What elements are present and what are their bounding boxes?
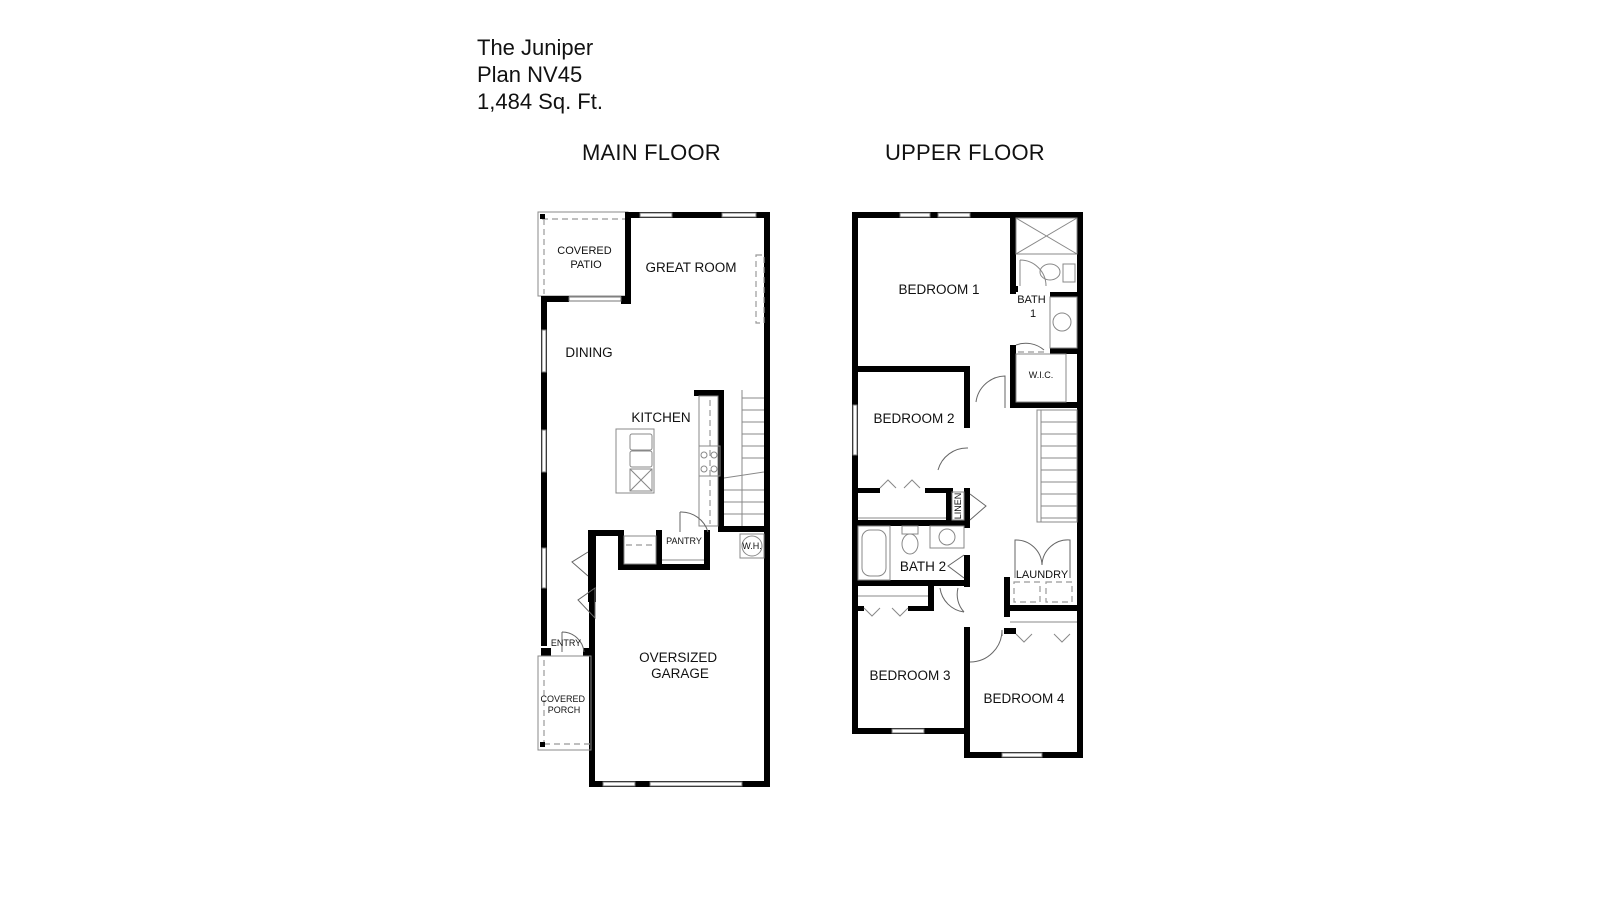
linen-closet — [951, 491, 965, 521]
pantry-label: PANTRY — [666, 536, 702, 546]
kitchen-fixtures — [615, 395, 721, 527]
coat-closet-door[interactable] — [571, 551, 589, 577]
entry-label: ENTRY — [551, 638, 581, 648]
plan-info: The Juniper Plan NV45 1,484 Sq. Ft. — [477, 34, 603, 115]
upper-floor-windows — [852, 212, 1043, 758]
water-heater — [739, 533, 765, 559]
wic-label: W.I.C. — [1029, 370, 1054, 380]
main-floor-title: MAIN FLOOR — [582, 140, 721, 165]
upper-floor-plan: BEDROOM 1 BATH 1 W.I.C. BEDROOM 2 LINEN … — [852, 212, 1083, 758]
bedroom-2-door[interactable] — [937, 447, 969, 471]
kitchen-label: KITCHEN — [631, 410, 690, 425]
garage-entry-door[interactable] — [577, 587, 596, 620]
bedroom-4-door[interactable] — [969, 629, 1003, 663]
great-room-label: GREAT ROOM — [645, 260, 736, 275]
linen-closet-door[interactable] — [969, 493, 987, 521]
bath-2-label: BATH 2 — [900, 559, 946, 574]
bath-1-door[interactable] — [1015, 342, 1045, 351]
bath-2-fixtures — [857, 525, 965, 581]
bedroom-2-closet-doors[interactable] — [879, 479, 921, 489]
plan-square-feet: 1,484 Sq. Ft. — [477, 89, 603, 114]
covered-porch-outline — [537, 655, 592, 751]
linen-label: LINEN — [953, 493, 963, 520]
bedroom-4-closet-doors[interactable] — [1015, 633, 1071, 643]
bedroom-4-label: BEDROOM 4 — [983, 691, 1065, 706]
fireplace-outline — [755, 254, 765, 324]
laundry-fixtures — [1013, 539, 1073, 603]
closet-shelf — [623, 535, 657, 565]
bath-1-fixtures — [1015, 217, 1078, 403]
water-heater-label: W.H. — [742, 541, 762, 551]
bedroom-3-label: BEDROOM 3 — [869, 668, 950, 683]
upper-floor-title: UPPER FLOOR — [885, 140, 1045, 165]
bedroom-3-closet-doors[interactable] — [863, 607, 909, 617]
main-floor-windows — [541, 212, 757, 787]
laundry-label: LAUNDRY — [1016, 569, 1069, 581]
dining-label: DINING — [565, 345, 612, 360]
plan-name: The Juniper — [477, 35, 594, 60]
main-floor-plan: COVERED PATIO GREAT ROOM DINING KITCHEN … — [537, 211, 770, 787]
bedroom-1-label: BEDROOM 1 — [898, 282, 979, 297]
covered-porch-label: COVERED PORCH — [540, 694, 587, 715]
bedroom-2-label: BEDROOM 2 — [873, 411, 954, 426]
pantry-door[interactable] — [679, 511, 709, 533]
front-door[interactable] — [561, 631, 585, 653]
garage-label: OVERSIZED GARAGE — [639, 650, 721, 681]
upper-stairs — [1036, 409, 1078, 523]
covered-patio-label: COVERED PATIO — [557, 245, 614, 271]
bedroom-1-door[interactable] — [975, 375, 1006, 408]
bath-1-label: BATH 1 — [1017, 294, 1049, 320]
bath-2-door[interactable] — [956, 587, 965, 613]
main-stairs — [723, 390, 765, 526]
plan-number: Plan NV45 — [477, 62, 583, 87]
